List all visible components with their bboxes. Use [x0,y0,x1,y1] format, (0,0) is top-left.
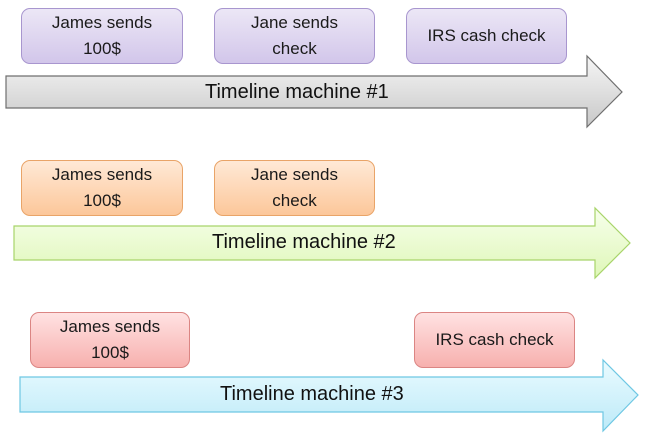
timeline-arrow-2 [13,206,631,280]
timeline-arrow-1 [5,54,623,129]
event-box-jane-sends: Jane sends check [214,160,375,216]
timeline-label-3: Timeline machine #3 [220,383,404,405]
event-box-james-sends: James sends 100$ [21,8,183,64]
event-box-jane-sends: Jane sends check [214,8,375,64]
event-box-james-sends: James sends 100$ [30,312,190,368]
event-box-irs-cash-check: IRS cash check [414,312,575,368]
event-box-irs-cash-check: IRS cash check [406,8,567,64]
timeline-label-2: Timeline machine #2 [212,231,396,253]
timeline-label-1: Timeline machine #1 [205,81,389,103]
event-box-james-sends: James sends 100$ [21,160,183,216]
timeline-arrow-3 [19,358,639,433]
